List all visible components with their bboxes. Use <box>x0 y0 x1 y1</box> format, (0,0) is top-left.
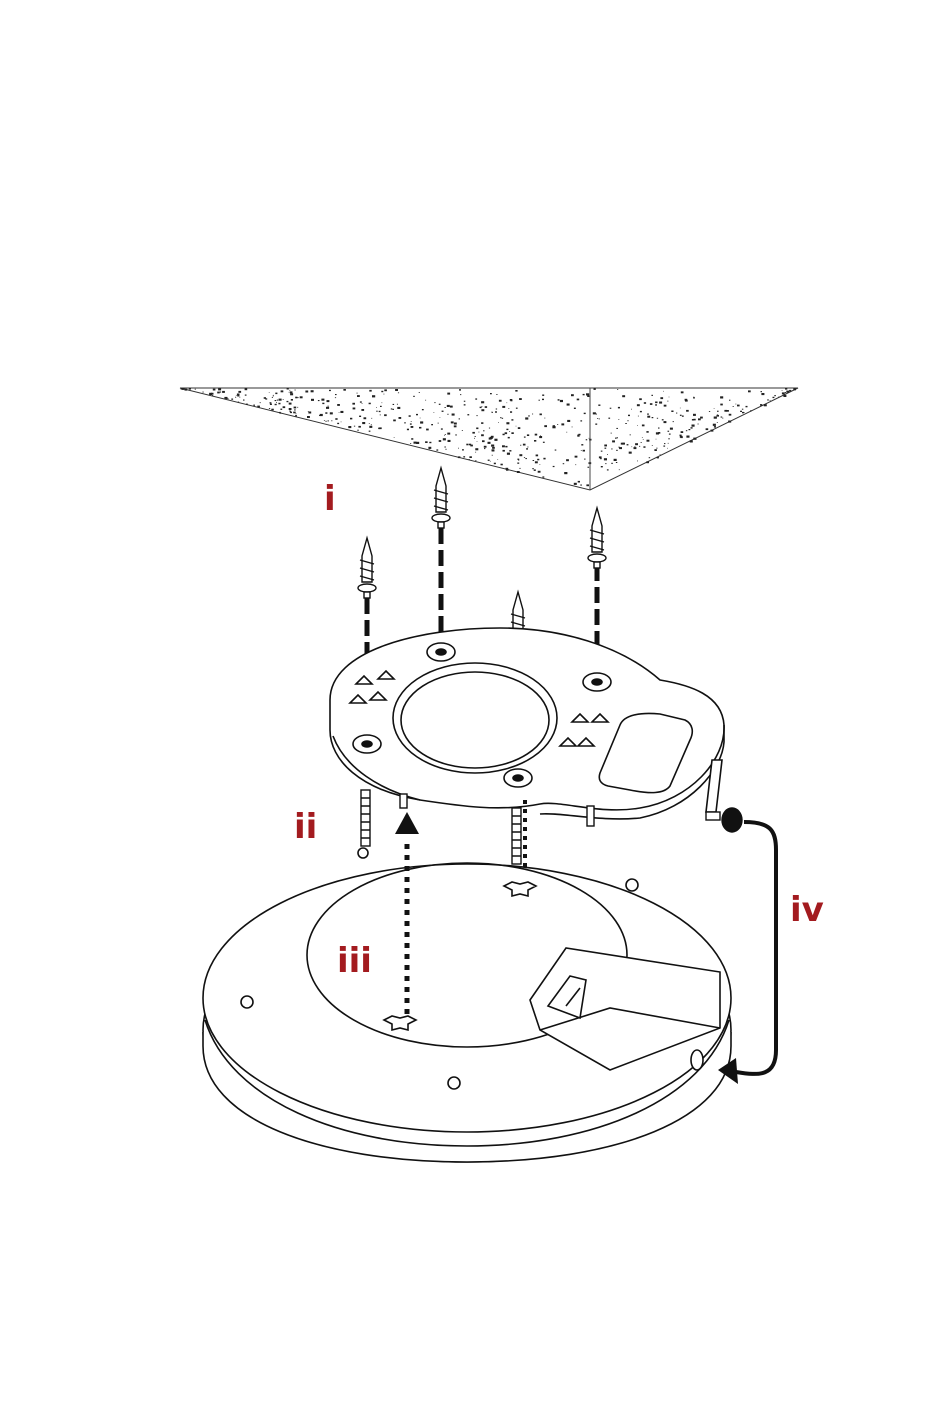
ceiling-surface-icon <box>180 388 798 490</box>
access-point-base-icon <box>203 848 731 1162</box>
step-label-iv: iv <box>790 893 824 927</box>
step-label-i: i <box>324 482 336 516</box>
wood-screw-icon <box>358 468 606 652</box>
mounting-bracket-icon <box>330 628 724 819</box>
step-label-ii: ii <box>294 810 317 844</box>
thumb-screw-icon <box>706 808 742 832</box>
step-label-iii: iii <box>337 944 372 978</box>
